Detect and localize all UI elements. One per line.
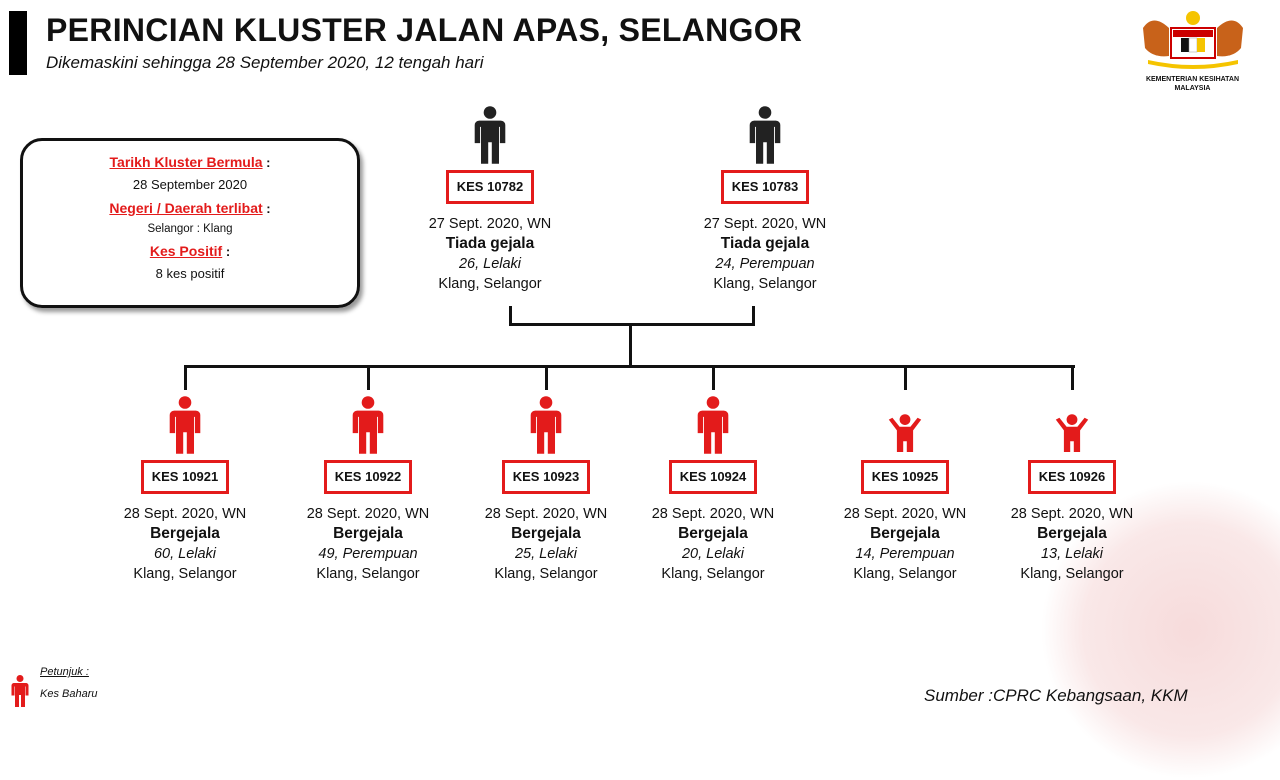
case-symptom: Bergejala <box>1037 525 1107 542</box>
case-symptom: Bergejala <box>333 525 403 542</box>
case-location: Klang, Selangor <box>133 566 237 582</box>
case-id-box: KES 10923 <box>501 460 591 494</box>
case-id-box: KES 10925 <box>860 460 950 494</box>
person-icon <box>972 414 1172 454</box>
source-text: Sumber :CPRC Kebangsaan, KKM <box>924 686 1188 705</box>
start-value: 28 September 2020 <box>132 177 248 192</box>
case-location: Klang, Selangor <box>713 276 817 292</box>
page-title: PERINCIAN KLUSTER JALAN APAS, SELANGOR <box>46 12 803 48</box>
case-date: 28 Sept. 2020, WN <box>843 506 967 522</box>
case-location: Klang, Selangor <box>661 566 765 582</box>
connector-line <box>184 366 187 390</box>
colon: : <box>222 244 231 259</box>
logo-text-line1: KEMENTERIAN KESIHATAN <box>1145 76 1240 83</box>
page-subtitle: Dikemaskini sehingga 28 September 2020, … <box>46 53 484 72</box>
logo-text-line2: MALAYSIA <box>1174 85 1211 92</box>
case-id-box: KES 10922 <box>323 460 413 494</box>
connector-line <box>904 366 907 390</box>
case-id-box: KES 10921 <box>140 460 230 494</box>
case-symptom: Bergejala <box>511 525 581 542</box>
case-age-gender: 20, Lelaki <box>681 546 745 562</box>
case-age-gender: 24, Perempuan <box>715 256 815 272</box>
area-value: Selangor : Klang <box>147 223 233 235</box>
case-id-box: KES 10926 <box>1027 460 1117 494</box>
case-id-box: KES 10783 <box>720 170 810 204</box>
new-case-legend-icon <box>10 675 30 712</box>
case-node: KES 10926 28 Sept. 2020, WN Bergejala 13… <box>972 396 1172 584</box>
case-location: Klang, Selangor <box>494 566 598 582</box>
case-symptom: Bergejala <box>150 525 220 542</box>
case-node: KES 10922 28 Sept. 2020, WN Bergejala 49… <box>268 396 468 584</box>
person-icon <box>268 396 468 454</box>
legend-title: Petunjuk : <box>40 666 89 678</box>
case-date: 28 Sept. 2020, WN <box>123 506 247 522</box>
case-node: KES 10921 28 Sept. 2020, WN Bergejala 60… <box>85 396 285 584</box>
case-date: 28 Sept. 2020, WN <box>306 506 430 522</box>
positive-label: Kes Positif <box>149 243 223 259</box>
case-location: Klang, Selangor <box>316 566 420 582</box>
case-age-gender: 25, Lelaki <box>514 546 578 562</box>
person-icon <box>805 414 1005 454</box>
connector-line <box>1071 366 1074 390</box>
case-node: KES 10924 28 Sept. 2020, WN Bergejala 20… <box>613 396 813 584</box>
case-node: KES 10925 28 Sept. 2020, WN Bergejala 14… <box>805 396 1005 584</box>
case-node: KES 10782 27 Sept. 2020, WN Tiada gejala… <box>390 106 590 294</box>
legend-new-case: Kes Baharu <box>40 688 98 700</box>
person-icon <box>613 396 813 454</box>
connector-line <box>184 365 1075 368</box>
start-label: Tarikh Kluster Bermula <box>109 154 263 170</box>
case-age-gender: 49, Perempuan <box>318 546 418 562</box>
area-label: Negeri / Daerah terlibat <box>109 200 263 216</box>
person-icon <box>665 106 865 164</box>
colon: : <box>262 155 271 170</box>
case-date: 27 Sept. 2020, WN <box>703 216 827 232</box>
case-symptom: Bergejala <box>678 525 748 542</box>
case-age-gender: 13, Lelaki <box>1040 546 1104 562</box>
case-date: 27 Sept. 2020, WN <box>428 216 552 232</box>
cluster-info-box: Tarikh Kluster Bermula : 28 September 20… <box>20 138 360 308</box>
case-node: KES 10783 27 Sept. 2020, WN Tiada gejala… <box>665 106 865 294</box>
case-date: 28 Sept. 2020, WN <box>1010 506 1134 522</box>
person-icon <box>390 106 590 164</box>
case-symptom: Tiada gejala <box>720 235 810 252</box>
connector-line <box>712 366 715 390</box>
connector-line <box>509 306 512 325</box>
case-id-box: KES 10782 <box>445 170 535 204</box>
case-location: Klang, Selangor <box>438 276 542 292</box>
case-location: Klang, Selangor <box>1020 566 1124 582</box>
case-location: Klang, Selangor <box>853 566 957 582</box>
person-icon <box>446 396 646 454</box>
positive-value: 8 kes positif <box>155 266 225 281</box>
case-id-box: KES 10924 <box>668 460 758 494</box>
case-date: 28 Sept. 2020, WN <box>651 506 775 522</box>
connector-line <box>545 366 548 390</box>
case-date: 28 Sept. 2020, WN <box>484 506 608 522</box>
person-icon <box>85 396 285 454</box>
colon: : <box>262 201 271 216</box>
case-symptom: Bergejala <box>870 525 940 542</box>
case-symptom: Tiada gejala <box>445 235 535 252</box>
connector-line <box>367 366 370 390</box>
case-age-gender: 26, Lelaki <box>458 256 522 272</box>
connector-line <box>509 323 755 326</box>
title-bar <box>9 11 27 75</box>
kkm-logo: KEMENTERIAN KESIHATAN MALAYSIA <box>1120 8 1265 93</box>
case-age-gender: 14, Perempuan <box>855 546 955 562</box>
case-age-gender: 60, Lelaki <box>153 546 217 562</box>
connector-line <box>752 306 755 325</box>
coat-of-arms-icon <box>1142 11 1243 69</box>
connector-line <box>629 323 632 367</box>
case-node: KES 10923 28 Sept. 2020, WN Bergejala 25… <box>446 396 646 584</box>
